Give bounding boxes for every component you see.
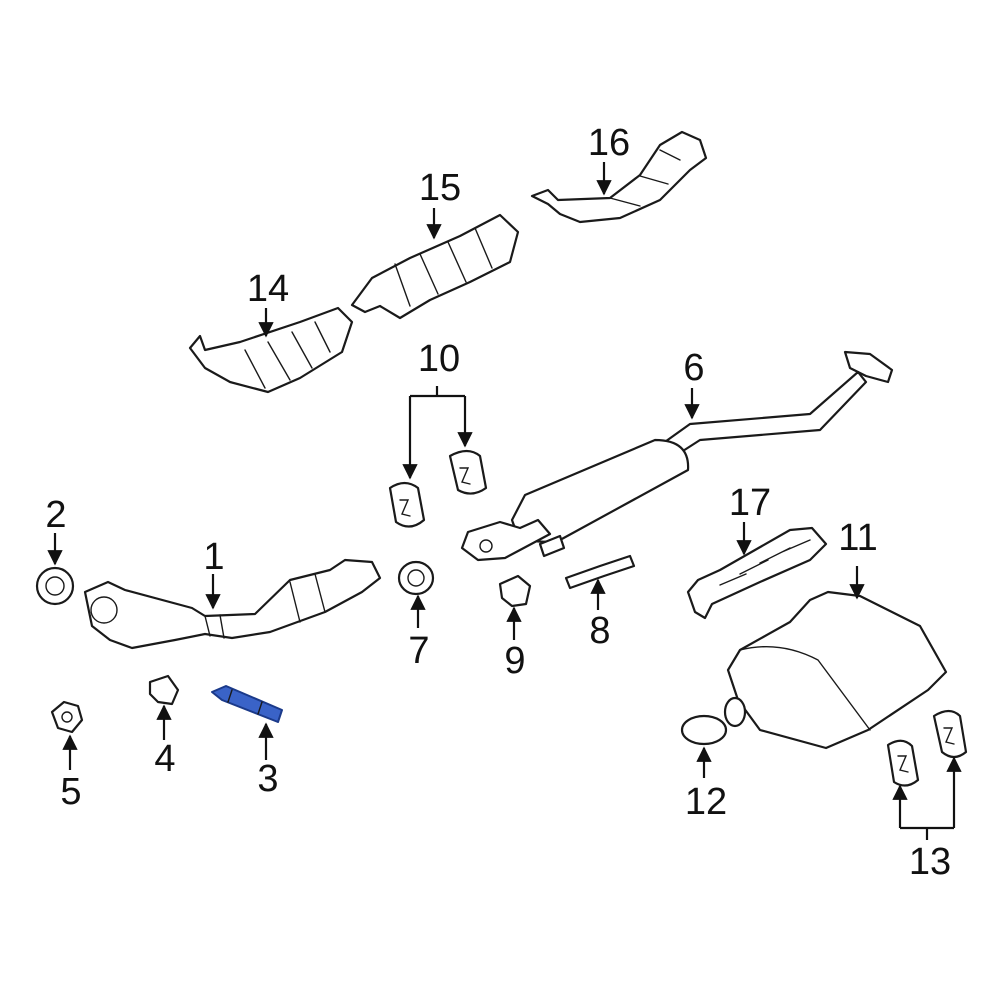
callout-9: 9 bbox=[504, 640, 525, 682]
callout-8: 8 bbox=[589, 610, 610, 652]
callout-12: 12 bbox=[685, 781, 727, 823]
callout-3: 3 bbox=[257, 758, 278, 800]
part-17-heat-shield[interactable] bbox=[686, 526, 828, 620]
part-8-stud[interactable] bbox=[564, 554, 636, 590]
part-2-gasket[interactable] bbox=[35, 566, 75, 606]
part-7-gasket[interactable] bbox=[397, 560, 435, 596]
callout-6: 6 bbox=[683, 347, 704, 389]
leader-lines bbox=[47, 162, 962, 840]
part-15-heat-shield[interactable] bbox=[350, 213, 520, 320]
part-6-center-pipe[interactable] bbox=[460, 350, 894, 562]
callout-16: 16 bbox=[588, 122, 630, 164]
callout-5: 5 bbox=[60, 771, 81, 813]
part-12-gasket[interactable] bbox=[680, 714, 728, 746]
callout-15: 15 bbox=[419, 167, 461, 209]
part-16-heat-shield[interactable] bbox=[530, 130, 708, 224]
part-3-stud[interactable] bbox=[211, 685, 283, 723]
part-1-front-pipe[interactable] bbox=[83, 558, 382, 650]
callout-11: 11 bbox=[838, 517, 877, 559]
callout-13: 13 bbox=[909, 841, 951, 883]
callout-2: 2 bbox=[45, 494, 66, 536]
part-4-hanger[interactable] bbox=[148, 674, 180, 706]
part-9-hanger[interactable] bbox=[498, 574, 532, 608]
part-5-nut[interactable] bbox=[50, 700, 84, 734]
part-10-hangers[interactable] bbox=[388, 449, 488, 528]
part-14-heat-shield[interactable] bbox=[188, 306, 354, 394]
part-11-muffler[interactable] bbox=[723, 590, 948, 750]
callout-7: 7 bbox=[408, 630, 429, 672]
callout-1: 1 bbox=[203, 536, 224, 578]
callout-4: 4 bbox=[154, 738, 175, 780]
callout-labels: 1 2 3 4 5 6 7 8 9 10 11 12 13 14 15 16 1… bbox=[45, 122, 951, 883]
callout-17: 17 bbox=[729, 482, 771, 524]
callout-14: 14 bbox=[247, 268, 289, 310]
callout-10: 10 bbox=[418, 338, 460, 380]
